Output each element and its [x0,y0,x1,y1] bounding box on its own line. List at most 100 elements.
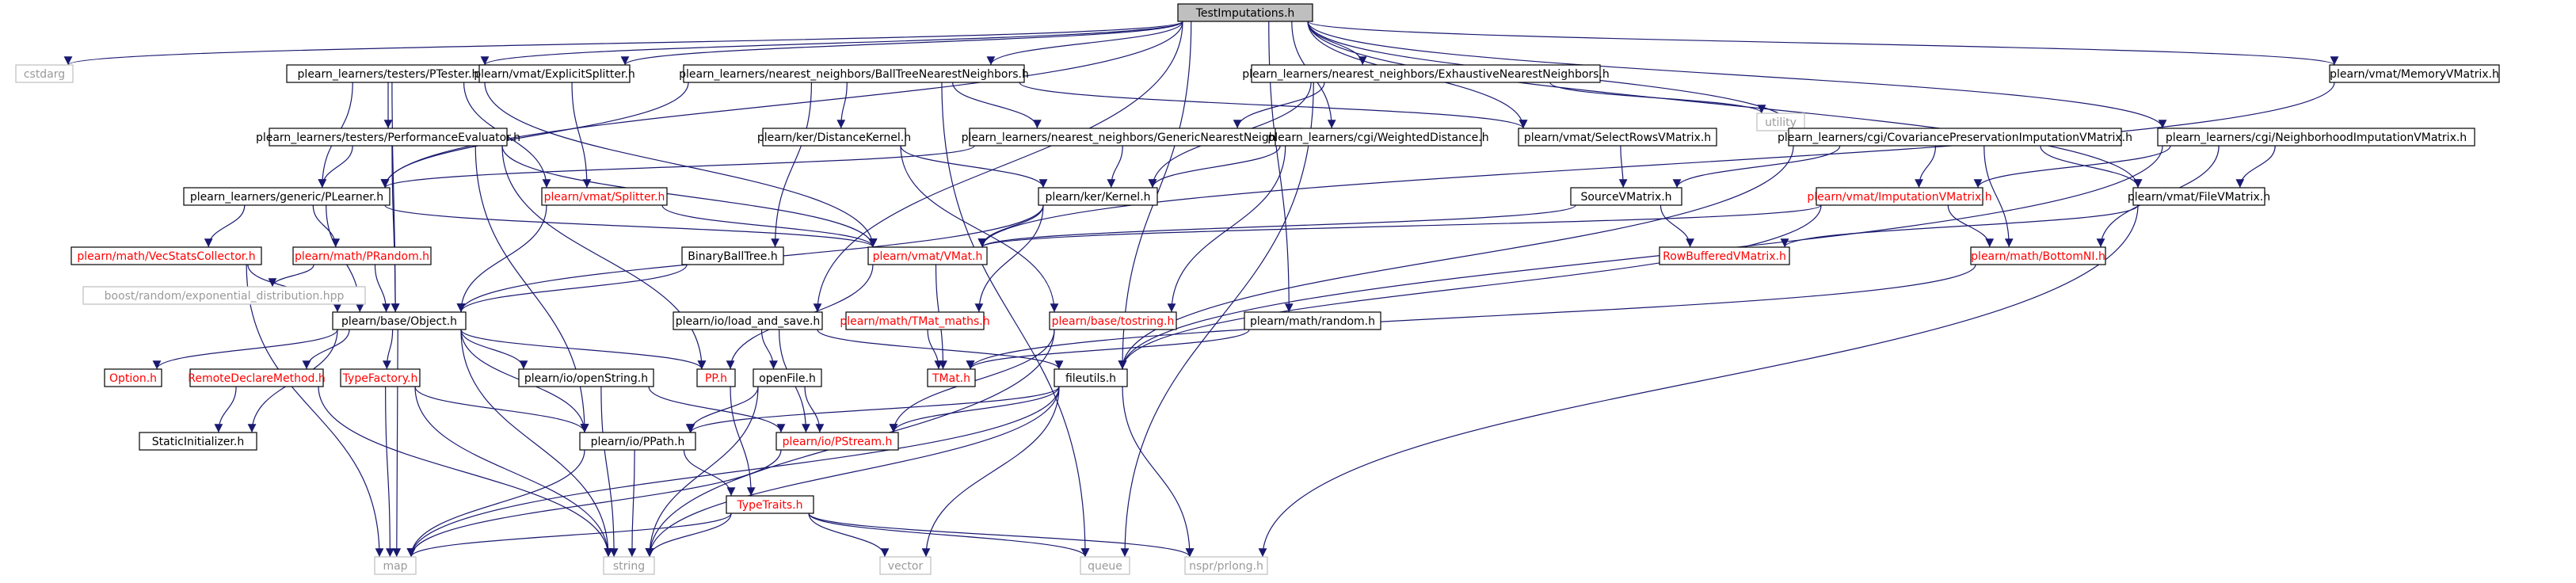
node-tmat[interactable]: TMat.h [927,368,976,387]
node-root[interactable]: TestImputations.h [1177,3,1313,22]
node-weighteddist[interactable]: plearn_learners/cgi/WeightedDistance.h [1267,128,1489,147]
dependency-edge [900,145,1048,189]
dependency-edge [501,145,707,370]
node-vecstats[interactable]: plearn/math/VecStatsCollector.h [70,246,262,265]
node-explicitsplit[interactable]: plearn/vmat/ExplicitSplitter.h [474,64,635,83]
dependency-edge [813,21,1183,313]
dependency-edge [1118,204,1822,370]
node-filevm[interactable]: plearn/vmat/FileVMatrix.h [2128,187,2270,206]
node-openfile[interactable]: openFile.h [753,368,822,387]
node-random[interactable]: plearn/math/random.h [1244,311,1381,330]
graph-edges [64,21,2338,558]
node-box [579,432,696,451]
dependency-edge [214,386,237,433]
dependency-edge [1307,21,2338,66]
node-label: plearn/vmat/VMat.h [873,250,983,263]
dependency-edge [392,329,402,558]
node-label: queue [1088,560,1122,573]
node-tmatmaths[interactable]: plearn/math/TMat_maths.h [840,311,990,330]
node-ppath[interactable]: plearn/io/PPath.h [579,432,696,451]
node-box [15,64,74,83]
node-label: plearn_learners/nearest_neighbors/Exhaus… [1242,68,1610,81]
node-ptester[interactable]: plearn_learners/testers/PTester.h [286,64,490,83]
node-label: SourceVMatrix.h [1580,191,1671,204]
node-label: plearn_learners/nearest_neighbors/BallTr… [679,68,1029,81]
dependency-edge [268,264,314,288]
node-object[interactable]: plearn/base/Object.h [332,311,467,330]
dependency-edge [1307,21,2167,129]
node-box [845,311,985,330]
dependency-edge [974,204,1044,313]
node-genericnn[interactable]: plearn_learners/nearest_neighbors/Generi… [962,128,1311,147]
dependency-edge [1618,145,1628,189]
node-vmat[interactable]: plearn/vmat/VMat.h [867,246,988,265]
dependency-edge [385,386,394,558]
node-box [1244,311,1381,330]
dependency-edge [686,386,1060,433]
node-rowbuf[interactable]: RowBufferedVMatrix.h [1659,246,1790,265]
dependency-edge [1258,204,2139,558]
node-typefactory[interactable]: TypeFactory.h [340,368,421,387]
node-cstdarg: cstdarg [15,64,74,83]
node-option[interactable]: Option.h [104,368,162,387]
node-staticinit[interactable]: StaticInitializer.h [139,432,257,451]
node-box [927,368,976,387]
node-typetraits[interactable]: TypeTraits.h [726,495,814,514]
node-pp[interactable]: PP.h [696,368,736,387]
node-box [673,311,823,330]
node-fileutils[interactable]: fileutils.h [1054,368,1128,387]
node-label: fileutils.h [1065,372,1116,385]
node-bottomni[interactable]: plearn/math/BottomNI.h [1970,246,2106,265]
node-label: plearn_learners/testers/PerformanceEvalu… [256,131,520,144]
node-box [340,368,421,387]
node-memory[interactable]: plearn/vmat/MemoryVMatrix.h [2329,64,2500,83]
node-openstring[interactable]: plearn/io/openString.h [518,368,654,387]
node-label: RowBufferedVMatrix.h [1663,250,1786,263]
dependency-edge [246,264,384,558]
node-box [1518,128,1717,147]
node-selectrows[interactable]: plearn/vmat/SelectRowsVMatrix.h [1518,128,1717,147]
dependency-edge [318,145,353,189]
dependency-edge [620,21,1183,66]
node-perfeval[interactable]: plearn_learners/testers/PerformanceEvalu… [256,128,520,147]
dependency-edge [730,386,756,497]
dependency-edge [152,329,338,370]
dependency-edge [302,329,350,370]
dependency-edge [1167,145,1286,313]
node-label: Option.h [109,372,157,385]
node-neighimp[interactable]: plearn_learners/cgi/NeighborhoodImputati… [2157,128,2475,147]
node-label: nspr/prlong.h [1189,560,1263,573]
dependency-edge [64,21,1183,66]
node-label: plearn/base/tostring.h [1052,315,1175,328]
dependency-edge [978,204,1822,248]
node-label: BinaryBallTree.h [688,250,777,263]
node-distkernel[interactable]: plearn/ker/DistanceKernel.h [757,128,911,147]
node-splitter[interactable]: plearn/vmat/Splitter.h [541,187,668,206]
node-covpres[interactable]: plearn_learners/cgi/CovariancePreservati… [1778,128,2132,147]
node-label: plearn/vmat/Splitter.h [544,191,665,204]
node-remotedecl[interactable]: RemoteDeclareMethod.h [188,368,326,387]
dependency-edge [760,329,778,370]
node-plearner[interactable]: plearn_learners/generic/PLearner.h [183,187,391,206]
node-kernel[interactable]: plearn/ker/Kernel.h [1038,187,1158,206]
node-box [518,368,654,387]
node-box [867,246,988,265]
node-impvm[interactable]: plearn/vmat/ImputationVMatrix.h [1807,187,1992,206]
node-box [603,556,655,575]
node-label: PP.h [705,372,727,385]
dependency-edge [941,82,1090,558]
node-balltreeh[interactable]: BinaryBallTree.h [681,246,784,265]
node-balltree[interactable]: plearn_learners/nearest_neighbors/BallTr… [679,64,1029,83]
node-pstream[interactable]: plearn/io/PStream.h [775,432,899,451]
node-prandom[interactable]: plearn/math/PRandom.h [292,246,432,265]
node-tostring[interactable]: plearn/base/tostring.h [1049,311,1177,330]
node-label: TypeTraits.h [737,499,803,512]
node-sourcevm[interactable]: SourceVMatrix.h [1570,187,1682,206]
dependency-edge [391,145,400,313]
node-box [1275,128,1482,147]
node-exhaustive[interactable]: plearn_learners/nearest_neighbors/Exhaus… [1242,64,1610,83]
dependency-edge [1672,145,1841,189]
node-loadsave[interactable]: plearn/io/load_and_save.h [673,311,823,330]
dependency-edge [817,329,1064,370]
dependency-edge [927,329,943,370]
